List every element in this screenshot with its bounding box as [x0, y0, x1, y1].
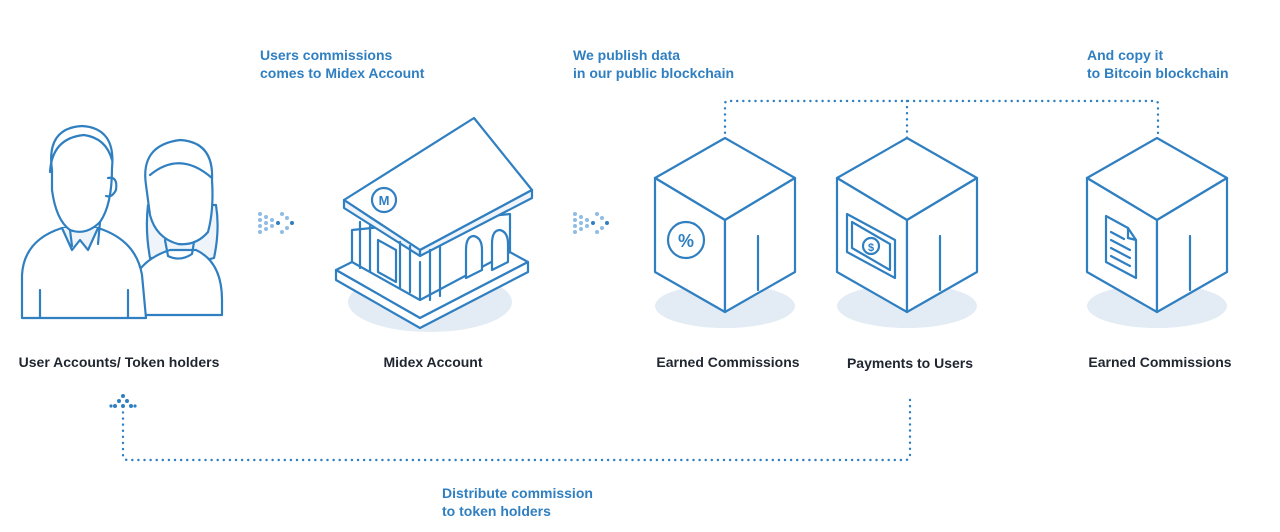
note-line: And copy it	[1087, 47, 1164, 63]
earned-commissions-label-2: Earned Commissions	[1088, 354, 1232, 370]
right-arrow-icon	[573, 212, 609, 234]
note-line: in our public blockchain	[573, 65, 735, 81]
note-line: Users commissions	[260, 47, 393, 63]
note-line: comes to Midex Account	[260, 65, 425, 81]
payments-cube-icon: $	[835, 136, 979, 328]
note-line: to Bitcoin blockchain	[1087, 65, 1229, 81]
dollar-symbol: $	[868, 242, 874, 254]
publish-note: We publish data in our public blockchain	[573, 46, 734, 82]
users-commissions-note: Users commissions comes to Midex Account	[260, 46, 424, 82]
distribute-connector-line	[121, 398, 912, 462]
up-arrow-icon	[109, 394, 137, 408]
payments-to-users-label: Payments to Users	[846, 355, 974, 371]
bitcoin-copy-cube-icon	[1085, 136, 1229, 328]
bank-building-icon: M	[334, 116, 534, 332]
users-label: User Accounts/ Token holders	[18, 354, 220, 370]
copy-note: And copy it to Bitcoin blockchain	[1087, 46, 1229, 82]
note-line: to token holders	[442, 503, 551, 519]
midex-account-label: Midex Account	[383, 354, 483, 370]
percent-symbol: %	[678, 231, 694, 251]
right-arrow-icon	[258, 212, 294, 234]
earned-commissions-cube-icon: %	[653, 136, 797, 328]
distribute-note: Distribute commission to token holders	[442, 484, 593, 520]
note-line: Distribute commission	[442, 485, 593, 501]
note-line: We publish data	[573, 47, 681, 63]
bank-logo-letter: M	[379, 193, 390, 208]
users-icon	[20, 124, 224, 320]
earned-commissions-label: Earned Commissions	[656, 354, 800, 370]
